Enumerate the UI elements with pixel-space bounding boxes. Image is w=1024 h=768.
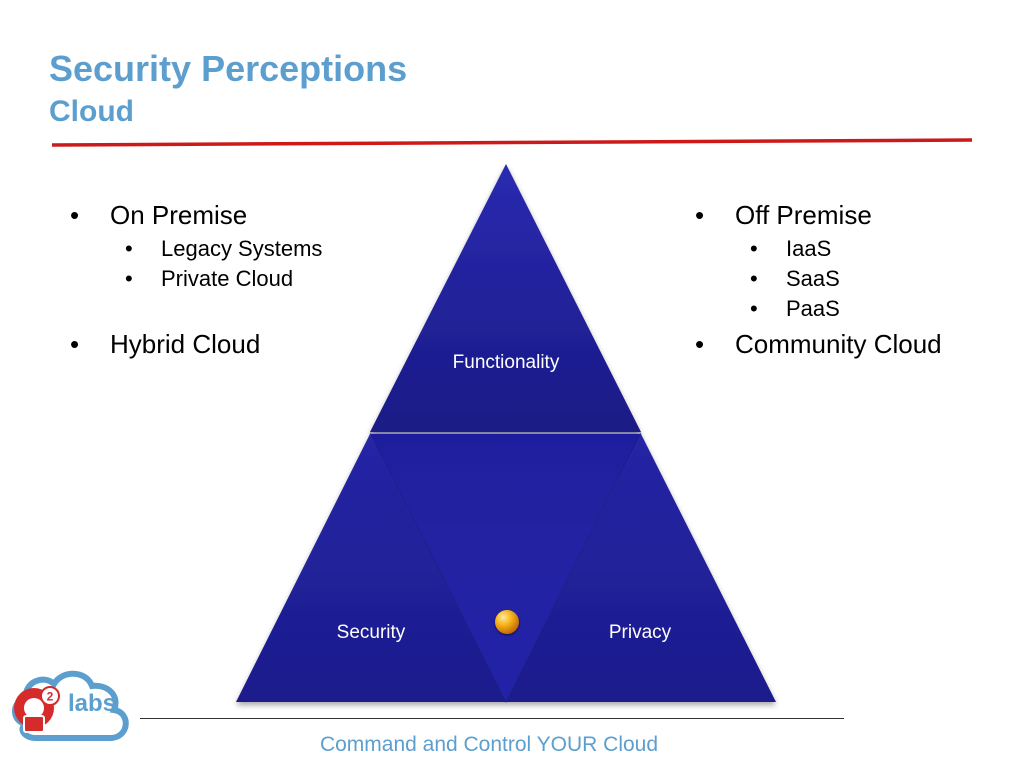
sub-bullet-paas: PaaS bbox=[695, 294, 942, 324]
logo-text: labs bbox=[68, 690, 117, 717]
pyramid-top-functionality bbox=[370, 164, 641, 432]
slide-title: Security Perceptions bbox=[49, 48, 408, 89]
slide-subtitle: Cloud bbox=[49, 95, 134, 128]
pyramid-label-privacy: Privacy bbox=[608, 622, 672, 643]
logo-badge: 2 bbox=[47, 690, 54, 704]
pyramid-center bbox=[370, 434, 641, 702]
left-bullet-list: On Premise Legacy Systems Private Cloud … bbox=[70, 196, 322, 363]
pyramid-label-security: Security bbox=[336, 622, 406, 643]
bullet-on-premise: On Premise bbox=[70, 196, 322, 234]
cloud-lock-logo-icon: 2 bbox=[12, 670, 129, 741]
footer-tagline: Command and Control YOUR Cloud bbox=[0, 733, 1024, 757]
bullet-community-cloud: Community Cloud bbox=[695, 325, 942, 363]
sub-bullet-iaas: IaaS bbox=[695, 234, 942, 264]
sub-bullet-private-cloud: Private Cloud bbox=[70, 264, 322, 294]
gold-orb-icon bbox=[495, 610, 519, 634]
sub-bullet-saas: SaaS bbox=[695, 264, 942, 294]
footer-tagline-text: Command and Control YOUR Cloud bbox=[319, 733, 659, 756]
pyramid-right-privacy bbox=[506, 434, 776, 702]
pyramid-left-security bbox=[236, 434, 506, 702]
pyramid-label-functionality: Functionality bbox=[452, 352, 560, 373]
bullet-off-premise: Off Premise bbox=[695, 196, 942, 234]
right-bullet-list: Off Premise IaaS SaaS PaaS Community Clo… bbox=[695, 196, 942, 363]
sub-bullet-legacy-systems: Legacy Systems bbox=[70, 234, 322, 264]
bullet-hybrid-cloud: Hybrid Cloud bbox=[70, 325, 322, 363]
footer-divider bbox=[140, 718, 844, 719]
